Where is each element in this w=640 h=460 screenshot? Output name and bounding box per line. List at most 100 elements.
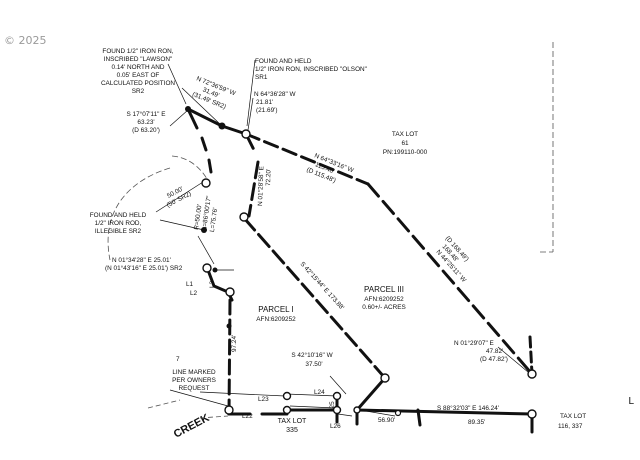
svg-text:(D 47.82'): (D 47.82') [480, 356, 508, 363]
monument-marker [226, 323, 232, 329]
svg-text:L25: L25 [329, 401, 336, 412]
svg-text:S 17°07'11" E: S 17°07'11" E [127, 110, 166, 118]
bearing-n64-mid: N 64°33'16" W 115.48' (D 115.48') [305, 151, 355, 184]
svg-text:L24: L24 [314, 389, 325, 396]
svg-text:PER OWNERS: PER OWNERS [172, 377, 216, 384]
svg-text:N 64°36'28" W: N 64°36'28" W [254, 90, 297, 98]
svg-text:FOUND AND HELD: FOUND AND HELD [90, 212, 147, 219]
svg-text:FOUND 1/2" IRON RON,: FOUND 1/2" IRON RON, [102, 48, 173, 55]
curve-data: R=50.00' Δ=86°00'17" L=75.76' [193, 195, 219, 232]
tax-lot-61-label: TAX LOT 61 PN:199110-000 [383, 131, 428, 156]
monument-marker [212, 267, 218, 273]
svg-text:FOUND AND HELD: FOUND AND HELD [255, 58, 312, 65]
svg-text:0.05' EAST OF: 0.05' EAST OF [117, 72, 160, 79]
svg-text:97.24': 97.24' [231, 335, 238, 352]
svg-text:CALCULATED POSITION: CALCULATED POSITION [101, 80, 175, 87]
svg-text:37.50': 37.50' [305, 361, 322, 368]
parcel-boundary [186, 107, 534, 434]
callout-found-olson: FOUND AND HELD 1/2" IRON RON, INSCRIBED … [255, 58, 367, 81]
svg-text:(21.69'): (21.69') [256, 107, 277, 114]
monument-marker [201, 178, 211, 188]
monument-marker [239, 212, 249, 222]
cul-de-sac-arc [107, 167, 171, 261]
svg-text:(D 63.20'): (D 63.20') [132, 127, 160, 134]
bearing-n01-34: N 01°34'28" E 25.01' (N 01°43'16" E 25.0… [105, 256, 183, 272]
svg-text:L=75.76': L=75.76' [209, 207, 219, 232]
monument-marker [218, 122, 226, 130]
callout-found-lawson: FOUND 1/2" IRON RON, INSCRIBED "LAWSON" … [101, 48, 175, 95]
bearing-s88: S 88°32'03" E 146.24' [437, 404, 499, 412]
svg-text:PARCEL III: PARCEL III [364, 285, 404, 294]
parcel-1-label: PARCEL I AFN:6209252 [256, 305, 296, 323]
monument-marker [202, 263, 212, 273]
monument-marker [332, 405, 342, 415]
svg-text:61: 61 [401, 140, 409, 147]
curve-chord: 50.00' (50' SR2) [166, 186, 193, 210]
svg-text:SR1: SR1 [255, 74, 268, 81]
dist-56: 56.90' [378, 417, 395, 424]
monument-marker [224, 405, 234, 415]
svg-text:L3: L3 [209, 280, 216, 288]
dist-89: 89.35' [468, 419, 485, 426]
bearing-n01-29: N 01°29'07" E 47.82' (D 47.82') [454, 339, 508, 363]
monument-marker [332, 391, 342, 401]
svg-text:ILLEGIBLE SR2: ILLEGIBLE SR2 [95, 228, 142, 235]
svg-text:LINE MARKED: LINE MARKED [172, 369, 216, 376]
svg-text:L22: L22 [242, 413, 253, 420]
monument-marker [353, 406, 361, 414]
svg-text:PARCEL I: PARCEL I [258, 305, 294, 314]
monument-marker [527, 409, 537, 419]
tax-lot-335-label: TAX LOT [278, 418, 307, 425]
svg-text:PN:199110-000: PN:199110-000 [383, 149, 428, 156]
svg-text:21.81': 21.81' [256, 99, 273, 106]
bearing-n64-top: N 64°36'28" W 21.81' (21.69') [254, 90, 297, 114]
svg-text:L23: L23 [258, 396, 269, 403]
monument-marker [527, 369, 537, 379]
monument-marker [380, 373, 390, 383]
svg-text:TAX LOT: TAX LOT [392, 131, 418, 138]
edge-mark: L [628, 396, 634, 407]
svg-text:S 42°10'16" W: S 42°10'16" W [291, 351, 333, 359]
svg-text:116, 337: 116, 337 [558, 423, 583, 430]
creek-label: CREEK [172, 412, 212, 441]
svg-text:1/2" IRON ROD,: 1/2" IRON ROD, [95, 220, 142, 227]
watermark: © 2025 [4, 34, 47, 47]
svg-text:L1: L1 [186, 281, 194, 288]
svg-text:0.14' NORTH AND: 0.14' NORTH AND [112, 64, 165, 71]
parcel-3-label: PARCEL III AFN:6209252 0.60+/- ACRES [362, 285, 406, 311]
callout-found-illegible: FOUND AND HELD 1/2" IRON ROD, ILLEGIBLE … [90, 212, 147, 235]
svg-text:47.82': 47.82' [486, 348, 503, 355]
svg-text:0.60+/- ACRES: 0.60+/- ACRES [362, 304, 406, 311]
lot-7-label: 7 [176, 356, 180, 363]
bearing-n72: N 72°36'59" W 31.49' (31.49' SR2) [191, 74, 238, 110]
svg-text:AFN:6209252: AFN:6209252 [256, 316, 296, 323]
svg-text:TAX LOT: TAX LOT [560, 413, 586, 420]
monument-marker [185, 106, 191, 112]
monument-marker [225, 287, 235, 297]
creek-boundary-dashed [147, 399, 229, 419]
svg-text:L26: L26 [330, 423, 341, 430]
svg-text:N 01°29'07" E: N 01°29'07" E [454, 339, 494, 347]
monument-marker [241, 129, 251, 139]
line-labels: L1 L2 L3 L22 L23 L24 L25 L26 [186, 280, 341, 430]
svg-text:N 01°28'58" E: N 01°28'58" E [256, 166, 265, 206]
tax-lot-116-label: TAX LOT 116, 337 [558, 413, 586, 430]
tax-lot-335-number: 335 [286, 427, 298, 434]
monument-marker [201, 227, 207, 233]
svg-text:72.20': 72.20' [265, 169, 273, 186]
svg-text:(N 01°43'16" E 25.01') SR2: (N 01°43'16" E 25.01') SR2 [105, 264, 183, 272]
svg-text:1/2" IRON RON, INSCRIBED "OLSO: 1/2" IRON RON, INSCRIBED "OLSON" [255, 66, 367, 73]
svg-text:N 01°34'28" E 25.01': N 01°34'28" E 25.01' [112, 256, 171, 264]
callout-line-marked: LINE MARKED PER OWNERS REQUEST [172, 369, 216, 392]
monument-marker [394, 409, 402, 417]
svg-text:R=50.00': R=50.00' [193, 204, 203, 230]
dist-97: 97.24' [231, 335, 238, 352]
svg-text:L2: L2 [190, 290, 198, 297]
svg-text:REQUEST: REQUEST [179, 385, 210, 392]
bearing-n01-28-dist: 72.20' [265, 169, 273, 186]
svg-text:INSCRIBED "LAWSON": INSCRIBED "LAWSON" [104, 56, 173, 63]
bearing-n44: N 44°25'11" W 168.48' (D 168.49') [435, 235, 470, 285]
bearing-s17: S 17°07'11" E 63.23' (D 63.20') [127, 110, 166, 134]
monument-marker [282, 391, 292, 401]
